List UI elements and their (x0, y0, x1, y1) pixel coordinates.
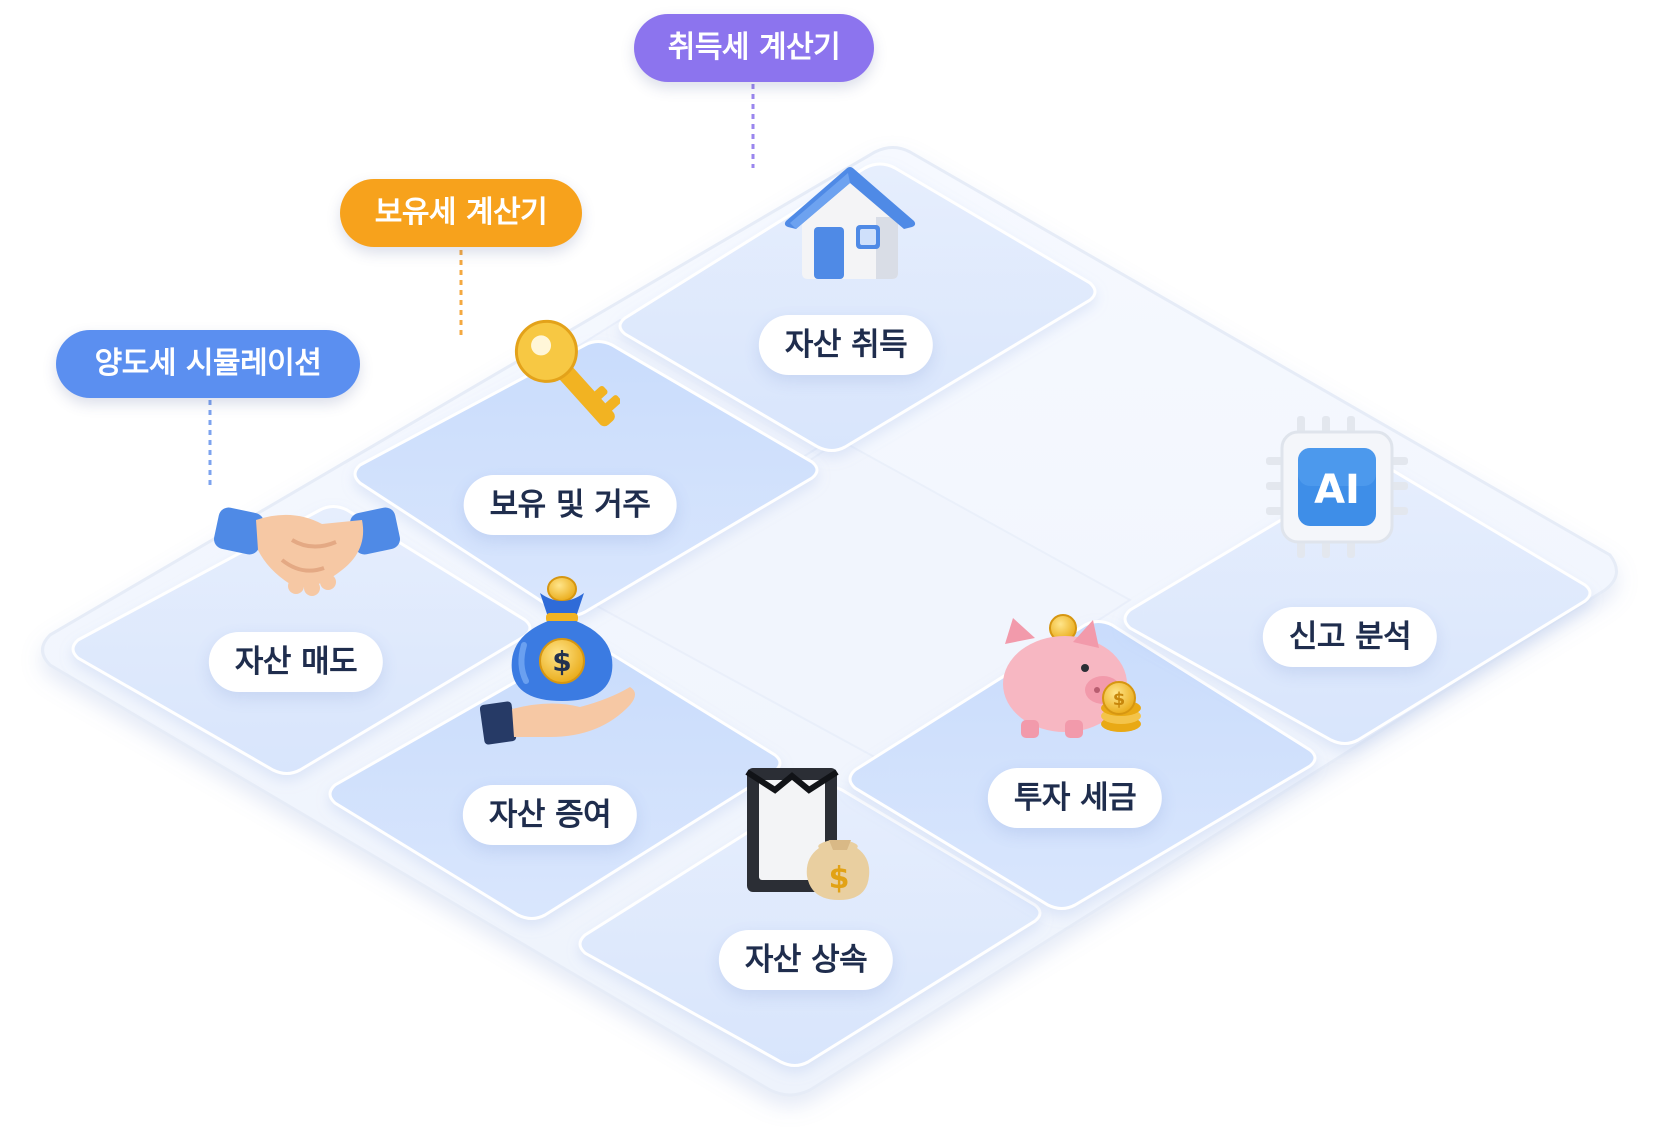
tile-label-sale[interactable]: 자산 매도 (208, 632, 384, 692)
money-bag-hand-icon: $ (480, 576, 635, 745)
ai-chip-icon: AI (1266, 416, 1408, 558)
key-icon (514, 319, 620, 427)
svg-text:$: $ (1113, 689, 1126, 710)
transfer-tax-simulation-pill[interactable]: 양도세 시뮬레이션 (56, 330, 360, 398)
tile-label-investment-tax[interactable]: 투자 세금 (987, 768, 1163, 828)
piggy-bank-icon: $ (1003, 614, 1141, 738)
handshake-icon (213, 507, 401, 596)
acquisition-tax-calculator-pill[interactable]: 취득세 계산기 (634, 14, 874, 82)
tile-label-holding[interactable]: 보유 및 거주 (463, 475, 677, 535)
svg-text:$: $ (829, 861, 850, 896)
tile-label-inheritance[interactable]: 자산 상속 (718, 930, 894, 990)
memorial-frame-money-bag-icon: $ (745, 768, 870, 900)
tile-label-report-analysis[interactable]: 신고 분석 (1262, 607, 1438, 667)
tile-investment-tax (848, 620, 1317, 910)
tile-label-gift[interactable]: 자산 증여 (462, 785, 638, 845)
tile-label-acquisition[interactable]: 자산 취득 (758, 315, 934, 375)
tile-acquisition (618, 162, 1097, 452)
house-icon (784, 167, 916, 279)
holding-tax-calculator-pill[interactable]: 보유세 계산기 (340, 179, 582, 247)
ai-chip-text: AI (1314, 467, 1360, 513)
svg-text:$: $ (552, 645, 571, 678)
